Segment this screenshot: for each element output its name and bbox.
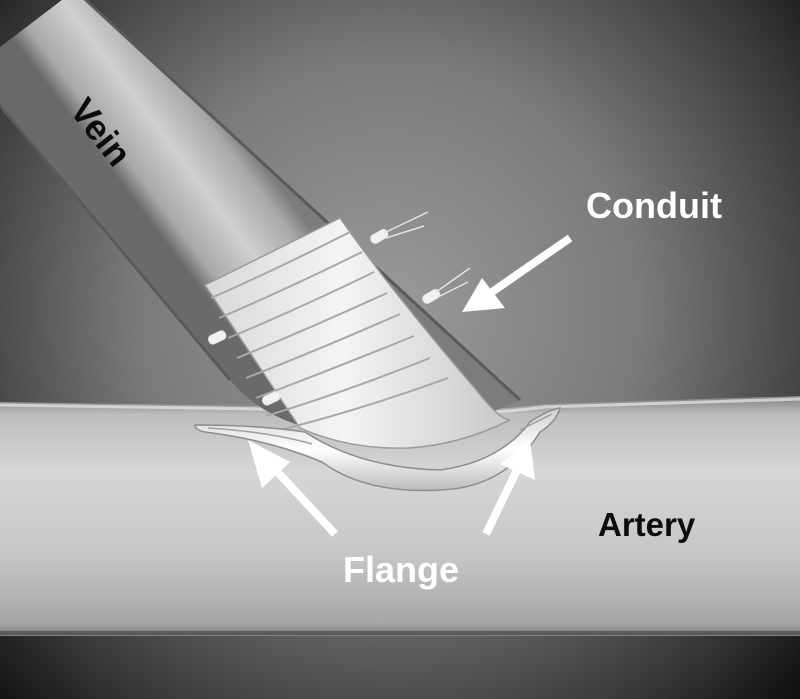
artery-label: Artery (598, 508, 695, 541)
flange-label: Flange (343, 552, 459, 588)
conduit-label: Conduit (586, 188, 722, 224)
